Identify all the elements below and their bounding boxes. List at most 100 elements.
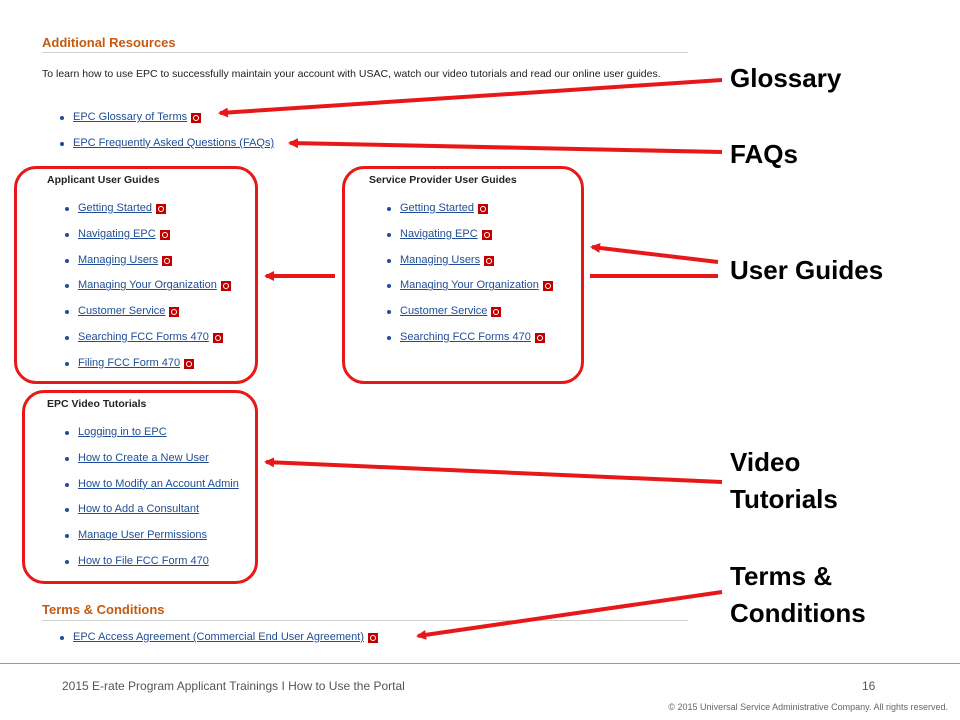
additional-resources-list: EPC Glossary of Terms EPC Frequently Ask…: [60, 111, 274, 163]
video-tutorial-link[interactable]: How to Modify an Account Admin: [78, 477, 239, 490]
glossary-link[interactable]: EPC Glossary of Terms: [73, 111, 188, 123]
bullet-icon: [65, 232, 69, 237]
section-divider: [42, 620, 688, 621]
pdf-icon[interactable]: [534, 332, 545, 343]
provider-guide-link[interactable]: Customer Service: [400, 305, 488, 318]
provider-guides-title: Service Provider User Guides: [369, 174, 517, 186]
video-tutorial-link[interactable]: Manage User Permissions: [78, 529, 207, 542]
list-item[interactable]: Customer Service: [65, 305, 231, 331]
list-item[interactable]: How to File FCC Form 470: [65, 555, 239, 581]
glossary-arrow: [218, 78, 723, 118]
pdf-icon[interactable]: [491, 307, 502, 318]
pdf-icon[interactable]: [162, 255, 173, 266]
applicant-guide-link[interactable]: Managing Your Organization: [78, 279, 217, 292]
pdf-icon[interactable]: [481, 229, 492, 240]
bullet-icon: [387, 310, 391, 315]
list-item[interactable]: Customer Service: [387, 305, 553, 331]
bullet-icon: [65, 310, 69, 315]
bullet-icon: [60, 141, 64, 146]
pdf-icon[interactable]: [484, 255, 495, 266]
copyright-text: © 2015 Universal Service Administrative …: [668, 702, 948, 712]
callout-terms: Terms &: [730, 561, 833, 591]
terms-arrow: [416, 590, 723, 640]
bullet-icon: [387, 207, 391, 211]
video-tutorial-link[interactable]: How to Create a New User: [78, 451, 209, 464]
list-item[interactable]: Managing Users: [387, 254, 553, 280]
applicant-guide-link[interactable]: Managing Users: [78, 253, 159, 266]
bullet-icon: [60, 636, 64, 640]
list-item[interactable]: Getting Started: [387, 202, 553, 228]
video-tutorials-arrow: [264, 457, 723, 484]
pdf-icon[interactable]: [156, 204, 166, 214]
callout-glossary: Glossary: [730, 63, 842, 93]
pdf-icon[interactable]: [220, 281, 231, 292]
video-tutorials-highlight: [22, 390, 258, 584]
pdf-icon[interactable]: [191, 113, 202, 123]
list-item[interactable]: EPC Access Agreement (Commercial End Use…: [60, 631, 379, 657]
pdf-icon[interactable]: [542, 281, 553, 292]
bullet-icon: [65, 482, 69, 487]
list-item[interactable]: Managing Users: [65, 254, 231, 280]
pdf-icon[interactable]: [169, 307, 180, 318]
applicant-guide-link[interactable]: Customer Service: [78, 305, 166, 318]
pdf-icon[interactable]: [212, 332, 223, 343]
list-item[interactable]: How to Create a New User: [65, 452, 239, 478]
pdf-icon[interactable]: [368, 633, 379, 643]
list-item[interactable]: EPC Glossary of Terms: [60, 111, 274, 137]
list-item[interactable]: Navigating EPC: [65, 228, 231, 254]
list-item[interactable]: Logging in to EPC: [65, 426, 239, 452]
list-item[interactable]: Navigating EPC: [387, 228, 553, 254]
faqs-arrow: [288, 138, 723, 154]
pdf-icon[interactable]: [478, 204, 488, 214]
provider-guide-link[interactable]: Managing Users: [400, 253, 481, 266]
bullet-icon: [387, 284, 391, 289]
callout-video: Video: [730, 447, 801, 477]
video-tutorials-title: EPC Video Tutorials: [47, 398, 147, 410]
callout-user-guides: User Guides: [730, 255, 884, 285]
provider-guide-link[interactable]: Managing Your Organization: [400, 279, 539, 292]
list-item[interactable]: Searching FCC Forms 470: [65, 331, 231, 357]
bullet-icon: [65, 361, 69, 366]
applicant-guide-link[interactable]: Navigating EPC: [78, 227, 156, 240]
list-item[interactable]: How to Add a Consultant: [65, 503, 239, 529]
callout-faqs: FAQs: [730, 139, 798, 169]
list-item[interactable]: Searching FCC Forms 470: [387, 331, 553, 357]
user-guides-arrow-upper: [590, 242, 719, 264]
provider-guides-highlight: [342, 166, 584, 384]
video-tutorials-list: Logging in to EPC How to Create a New Us…: [65, 426, 239, 581]
video-tutorial-link[interactable]: Logging in to EPC: [78, 426, 167, 438]
bullet-icon: [65, 335, 69, 340]
provider-guide-link[interactable]: Searching FCC Forms 470: [400, 330, 531, 343]
pdf-icon[interactable]: [184, 358, 195, 369]
list-item[interactable]: Manage User Permissions: [65, 529, 239, 555]
faqs-link[interactable]: EPC Frequently Asked Questions (FAQs): [73, 136, 275, 149]
bullet-icon: [65, 534, 69, 539]
list-item[interactable]: Managing Your Organization: [65, 279, 231, 305]
list-item[interactable]: How to Modify an Account Admin: [65, 478, 239, 504]
bullet-icon: [65, 207, 69, 211]
applicant-guides-highlight: [14, 166, 258, 384]
page-number: 16: [862, 679, 876, 693]
applicant-guide-link[interactable]: Filing FCC Form 470: [78, 356, 181, 369]
bullet-icon: [65, 508, 69, 513]
pdf-icon[interactable]: [159, 229, 170, 240]
list-item[interactable]: EPC Frequently Asked Questions (FAQs): [60, 137, 274, 163]
additional-resources-intro: To learn how to use EPC to successfully …: [42, 68, 661, 80]
bullet-icon: [65, 456, 69, 461]
terms-title: Terms & Conditions: [42, 602, 165, 617]
applicant-guides-title: Applicant User Guides: [47, 174, 160, 186]
video-tutorial-link[interactable]: How to Add a Consultant: [78, 503, 200, 516]
applicant-guide-link[interactable]: Searching FCC Forms 470: [78, 330, 209, 343]
footer-divider: [0, 663, 960, 664]
provider-guide-link[interactable]: Navigating EPC: [400, 227, 478, 240]
applicant-guide-link[interactable]: Getting Started: [78, 202, 152, 214]
video-tutorial-link[interactable]: How to File FCC Form 470: [78, 554, 209, 567]
list-item[interactable]: Managing Your Organization: [387, 279, 553, 305]
bullet-icon: [387, 232, 391, 237]
access-agreement-link[interactable]: EPC Access Agreement (Commercial End Use…: [73, 631, 365, 643]
bullet-icon: [60, 116, 64, 120]
provider-guide-link[interactable]: Getting Started: [400, 202, 474, 214]
list-item[interactable]: Filing FCC Form 470: [65, 357, 231, 383]
callout-tutorials: Tutorials: [730, 484, 838, 514]
list-item[interactable]: Getting Started: [65, 202, 231, 228]
